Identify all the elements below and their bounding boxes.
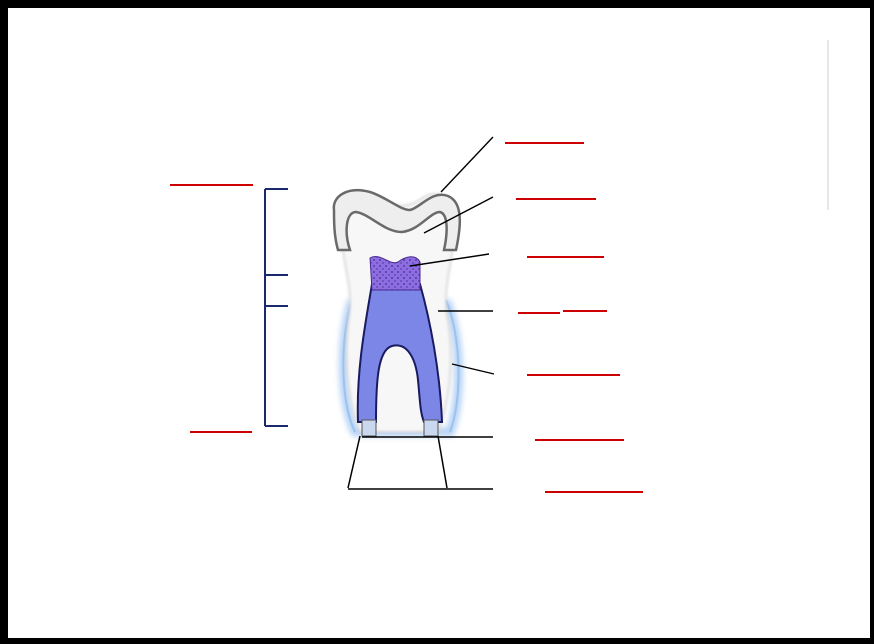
answer-blanks-right bbox=[505, 143, 643, 492]
jaw-outline bbox=[348, 436, 493, 489]
answer-blanks-left bbox=[170, 185, 253, 432]
crown-root-bracket bbox=[265, 189, 288, 426]
leader-line-enamel bbox=[441, 137, 493, 192]
